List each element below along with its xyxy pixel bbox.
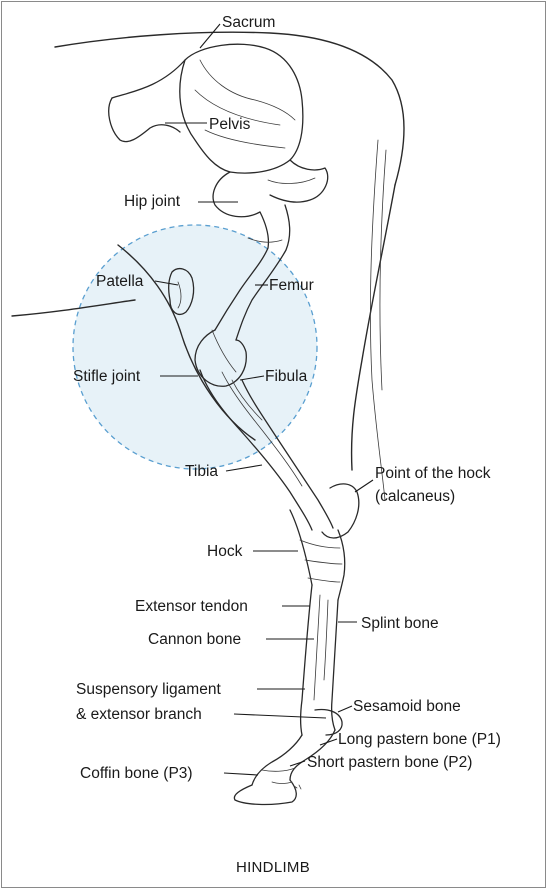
cannon-bone xyxy=(299,584,339,736)
label-extensor-tendon: Extensor tendon xyxy=(135,598,248,615)
label-hock: Hock xyxy=(207,543,243,560)
label-tibia: Tibia xyxy=(185,463,218,480)
tibia-fibula xyxy=(199,329,334,531)
label-long-pastern-bone: Long pastern bone (P1) xyxy=(338,731,501,748)
body-outline xyxy=(11,31,405,501)
label-suspensory-ligament: Suspensory ligament xyxy=(76,681,221,698)
label-sesamoid-bone: Sesamoid bone xyxy=(353,698,461,715)
label-sacrum: Sacrum xyxy=(222,14,275,31)
label-femur: Femur xyxy=(269,277,314,294)
label-calcaneus: (calcaneus) xyxy=(375,488,455,505)
label-fibula: Fibula xyxy=(265,368,308,385)
label-extensor-branch: & extensor branch xyxy=(76,706,202,723)
label-cannon-bone: Cannon bone xyxy=(148,631,241,648)
label-stifle-joint: Stifle joint xyxy=(73,368,141,385)
label-point-of-hock: Point of the hock xyxy=(375,465,491,482)
hock-bones xyxy=(289,483,360,601)
label-coffin-bone: Coffin bone (P3) xyxy=(80,765,193,782)
pastern-and-hoof xyxy=(233,708,343,806)
leader-lines xyxy=(154,23,374,776)
pelvis-bone xyxy=(108,43,329,218)
patella-bone xyxy=(168,267,195,315)
label-short-pastern-bone: Short pastern bone (P2) xyxy=(307,754,472,771)
label-hip-joint: Hip joint xyxy=(124,193,181,210)
stifle-highlight-circle xyxy=(72,224,318,470)
label-splint-bone: Splint bone xyxy=(361,615,439,632)
label-patella: Patella xyxy=(96,273,144,290)
caption-hindlimb: HINDLIMB xyxy=(236,859,310,876)
label-pelvis: Pelvis xyxy=(209,116,251,133)
femur-bone xyxy=(194,204,291,387)
